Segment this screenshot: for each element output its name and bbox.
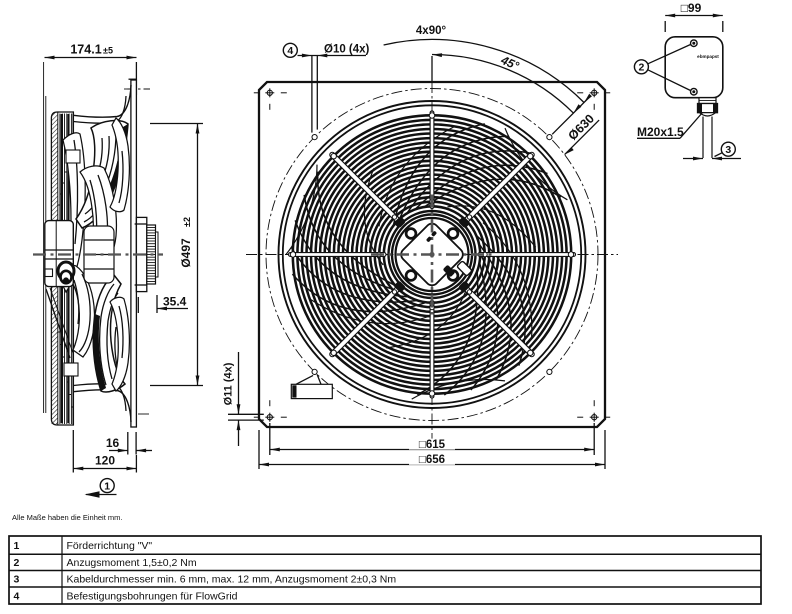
svg-text:35.4: 35.4 [163, 295, 187, 309]
svg-text:Kabeldurchmesser min. 6 mm, ma: Kabeldurchmesser min. 6 mm, max. 12 mm, … [67, 574, 397, 586]
svg-text:Alle Maße haben die Einheit mm: Alle Maße haben die Einheit mm. [12, 513, 122, 522]
svg-text:1: 1 [104, 480, 110, 492]
svg-text:Ø497: Ø497 [179, 238, 193, 268]
svg-text:±5: ±5 [103, 46, 113, 56]
svg-text:Anzugsmoment 1,5±0,2 Nm: Anzugsmoment 1,5±0,2 Nm [67, 557, 197, 569]
svg-text:45°: 45° [498, 53, 521, 74]
svg-text:1: 1 [14, 540, 20, 552]
svg-text:3: 3 [725, 144, 731, 156]
svg-text:ebmpapst: ebmpapst [697, 54, 719, 59]
svg-text:Ø10 (4x): Ø10 (4x) [324, 44, 370, 56]
svg-text:M20x1.5: M20x1.5 [637, 125, 684, 139]
svg-text:Förderrichtung "V": Förderrichtung "V" [67, 540, 153, 552]
svg-text:Befestigungsbohrungen für Flow: Befestigungsbohrungen für FlowGrid [67, 590, 238, 602]
svg-text:4: 4 [287, 45, 293, 57]
svg-text:174.1: 174.1 [70, 43, 101, 57]
svg-text:□615: □615 [419, 439, 446, 451]
svg-text:120: 120 [95, 454, 115, 468]
svg-text:□656: □656 [419, 454, 445, 466]
svg-text:Ø11 (4x): Ø11 (4x) [223, 362, 235, 405]
svg-text:4x90°: 4x90° [416, 25, 447, 37]
svg-text:±2: ±2 [182, 217, 192, 227]
svg-text:2: 2 [638, 62, 644, 74]
svg-text:2: 2 [14, 557, 20, 569]
svg-text:3: 3 [14, 574, 20, 586]
svg-text:16: 16 [106, 436, 120, 450]
svg-text:□99: □99 [681, 1, 702, 15]
svg-text:4: 4 [14, 590, 20, 602]
